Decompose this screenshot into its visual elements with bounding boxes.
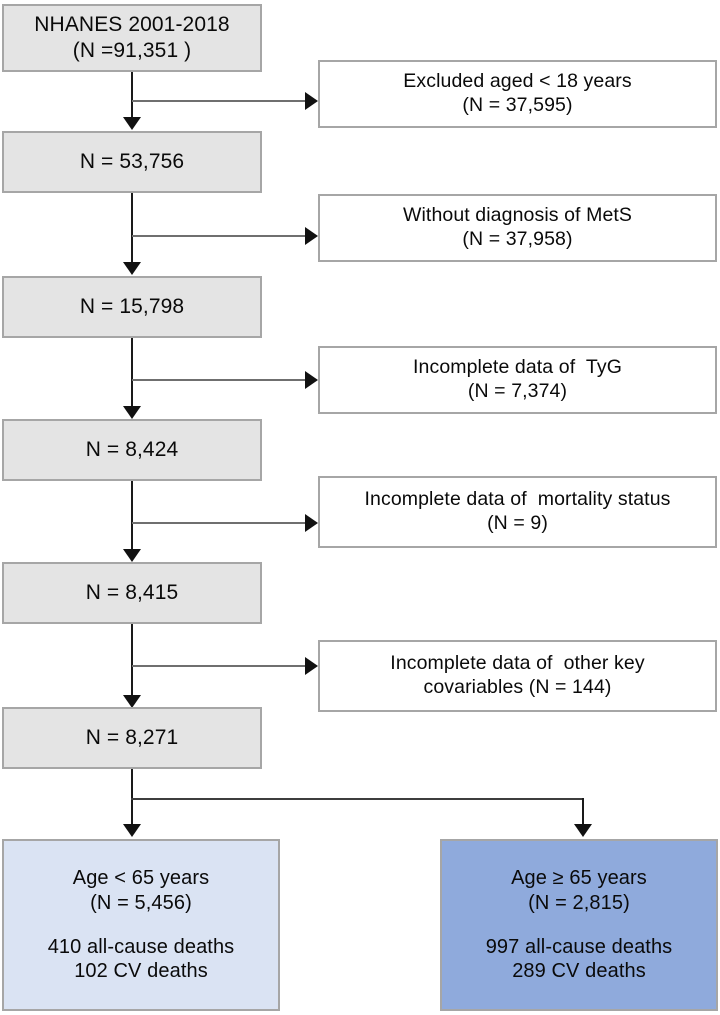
stage2-count: N = 15,798 <box>79 295 185 319</box>
stage1-count: N = 53,756 <box>79 150 185 174</box>
exclusion1-box: Excluded aged < 18 years (N = 37,595) <box>318 60 717 128</box>
connector-split-right-drop <box>582 798 584 831</box>
outcome-young-cv-deaths: 102 CV deaths <box>74 960 208 983</box>
connector-source-to-stage1 <box>131 72 133 120</box>
arrowhead-excl1 <box>305 92 318 110</box>
arrowhead-excl2 <box>305 227 318 245</box>
exclusion2-count: (N = 37,958) <box>462 228 573 250</box>
stage4-count: N = 8,415 <box>85 581 179 605</box>
exclusion5-reason: Incomplete data of other key <box>390 652 645 675</box>
exclusion1-count: (N = 37,595) <box>462 94 573 116</box>
arrowhead-source-to-stage1 <box>123 117 141 130</box>
outcome-old-box: Age ≥ 65 years (N = 2,815) 997 all-cause… <box>440 839 718 1011</box>
exclusion2-box: Without diagnosis of MetS (N = 37,958) <box>318 194 717 262</box>
arrowhead-stage1-to-stage2 <box>123 262 141 275</box>
exclusion5-box: Incomplete data of other key covariables… <box>318 640 717 712</box>
connector-stage2-to-stage3 <box>131 338 133 413</box>
arrowhead-old-group <box>574 824 592 837</box>
exclusion2-reason: Without diagnosis of MetS <box>402 204 633 227</box>
outcome-young-group-label: Age < 65 years <box>72 867 210 890</box>
connector-stage3-to-stage4 <box>131 481 133 556</box>
source-cohort-count: (N =91,351 ) <box>72 39 192 62</box>
connector-stage4-to-stage5 <box>131 624 133 702</box>
exclusion3-reason: Incomplete data of TyG <box>413 356 622 379</box>
exclusion4-count: (N = 9) <box>487 512 548 534</box>
connector-split-horizontal <box>131 798 583 800</box>
exclusion4-box: Incomplete data of mortality status (N =… <box>318 476 717 548</box>
exclusion1-reason: Excluded aged < 18 years <box>403 70 632 93</box>
outcome-young-all-cause-deaths: 410 all-cause deaths <box>47 936 235 958</box>
connector-stage2-to-excl2 <box>132 235 309 237</box>
outcome-old-count: (N = 2,815) <box>528 891 630 914</box>
arrowhead-excl4 <box>305 514 318 532</box>
connector-stage5-to-excl5 <box>132 665 309 667</box>
stage2-box: N = 15,798 <box>2 276 262 338</box>
outcome-old-group-label: Age ≥ 65 years <box>511 867 647 890</box>
arrowhead-stage4-to-stage5 <box>123 695 141 708</box>
stage5-count: N = 8,271 <box>85 726 179 750</box>
arrowhead-young-group <box>123 824 141 837</box>
arrowhead-stage2-to-stage3 <box>123 406 141 419</box>
arrowhead-stage3-to-stage4 <box>123 549 141 562</box>
stage3-count: N = 8,424 <box>85 438 179 462</box>
stage4-box: N = 8,415 <box>2 562 262 624</box>
connector-stage3-to-excl3 <box>132 379 309 381</box>
connector-stage4-to-excl4 <box>132 522 309 524</box>
outcome-old-all-cause-deaths: 997 all-cause deaths <box>485 936 673 958</box>
exclusion3-box: Incomplete data of TyG (N = 7,374) <box>318 346 717 414</box>
exclusion5-count: covariables (N = 144) <box>423 676 612 698</box>
connector-stage1-to-excl1 <box>132 100 309 102</box>
exclusion3-count: (N = 7,374) <box>467 380 568 402</box>
exclusion4-reason: Incomplete data of mortality status <box>364 488 671 511</box>
outcome-young-count: (N = 5,456) <box>90 891 192 914</box>
stage1-box: N = 53,756 <box>2 131 262 193</box>
stage5-box: N = 8,271 <box>2 707 262 769</box>
outcome-old-cv-deaths: 289 CV deaths <box>512 960 646 983</box>
arrowhead-excl5 <box>305 657 318 675</box>
source-cohort-box: NHANES 2001-2018 (N =91,351 ) <box>2 4 262 72</box>
stage3-box: N = 8,424 <box>2 419 262 481</box>
connector-stage5-split-stem <box>131 769 133 831</box>
source-cohort-title: NHANES 2001-2018 <box>34 13 230 37</box>
outcome-young-box: Age < 65 years (N = 5,456) 410 all-cause… <box>2 839 280 1011</box>
connector-stage1-to-stage2 <box>131 193 133 265</box>
arrowhead-excl3 <box>305 371 318 389</box>
